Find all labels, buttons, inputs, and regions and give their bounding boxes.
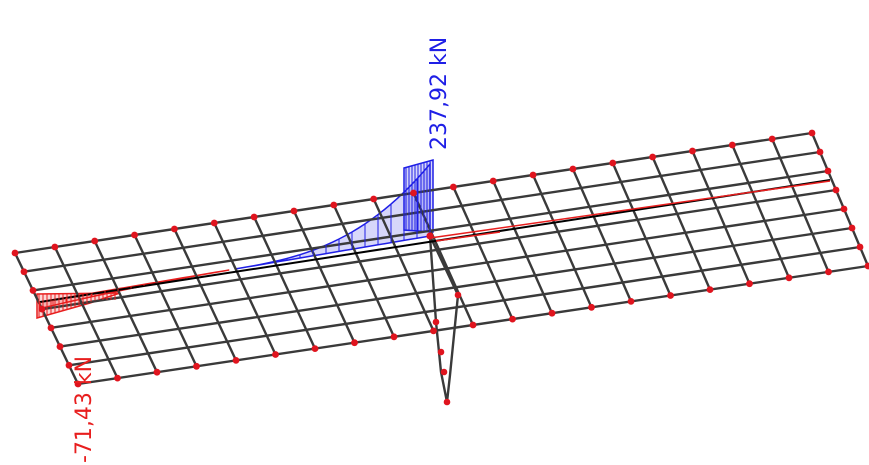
grid-node — [785, 274, 793, 282]
negative-tail-line — [429, 180, 831, 239]
grid-node — [20, 268, 28, 276]
grid-node — [529, 171, 537, 179]
grid-node — [848, 224, 856, 232]
grid-node — [430, 327, 437, 335]
grid-node — [768, 135, 776, 143]
grid-node — [609, 159, 617, 167]
grid-line-transverse — [173, 228, 238, 361]
grid-node — [153, 368, 161, 376]
grid-node — [856, 243, 864, 251]
grid-node — [410, 189, 417, 197]
grid-line-transverse — [412, 192, 475, 326]
grid-line-transverse — [13, 252, 80, 385]
grid-nodes — [11, 129, 869, 388]
support-column — [428, 235, 462, 406]
grid-line-longitudinal — [50, 207, 845, 330]
grid-node — [29, 287, 37, 294]
grid-line-transverse — [133, 234, 198, 367]
grid-line-transverse — [810, 132, 869, 267]
grid-node — [193, 362, 200, 370]
support-node — [440, 368, 448, 376]
max-force-label: 237,92 kN — [427, 36, 452, 150]
grid-node — [51, 243, 59, 251]
grid-node — [171, 225, 178, 233]
grid-node — [56, 343, 64, 350]
grid-line-longitudinal — [41, 188, 837, 311]
grid-node — [689, 147, 696, 155]
grid-node — [509, 315, 516, 323]
grid-node — [351, 339, 358, 347]
grid-line-transverse — [93, 240, 159, 373]
grid-node — [825, 268, 832, 276]
grid-line-longitudinal — [59, 226, 853, 348]
grid-node — [728, 141, 736, 149]
grid-line-transverse — [213, 222, 277, 356]
grid-node — [548, 309, 556, 317]
grid-node — [65, 361, 73, 369]
grid-node — [47, 324, 55, 332]
grid-line-transverse — [452, 186, 514, 320]
grid-line-transverse — [771, 138, 830, 273]
grid-node — [114, 374, 121, 382]
grid-node — [131, 231, 138, 239]
grid-node — [840, 205, 848, 213]
grid-line-transverse — [731, 144, 791, 279]
grid-node — [469, 321, 477, 329]
grid-node — [746, 280, 753, 288]
grid-line-transverse — [531, 174, 593, 308]
grid-node — [38, 305, 46, 313]
grid-line-transverse — [253, 216, 317, 350]
support-node — [432, 318, 440, 326]
grid-line-transverse — [651, 156, 712, 291]
grid-node — [250, 213, 258, 221]
grid-node — [808, 129, 816, 137]
peak-node — [426, 232, 434, 240]
grid-node — [390, 333, 398, 341]
support-node — [454, 291, 462, 299]
grid-node — [74, 380, 82, 388]
force-diagram-hatching — [38, 160, 831, 318]
grid-line-transverse — [332, 204, 396, 338]
grid-line-transverse — [611, 162, 672, 296]
negative-tail-line — [435, 231, 501, 242]
grid-node — [311, 345, 319, 352]
grid-node — [706, 286, 714, 293]
grid-line-transverse — [53, 246, 119, 379]
grid-node — [569, 165, 577, 173]
grid-node — [330, 201, 338, 209]
grid-line-longitudinal — [68, 245, 861, 367]
grid-node — [667, 292, 674, 299]
grid-node — [91, 237, 99, 245]
grid-node — [232, 357, 240, 364]
grid-line-transverse — [292, 210, 356, 344]
support-node — [437, 348, 445, 356]
grid-node — [11, 249, 19, 257]
grid-line-transverse — [372, 198, 435, 332]
grid-node — [489, 177, 497, 185]
grid-node — [864, 262, 869, 270]
grid-node — [649, 153, 656, 161]
grid-node — [588, 303, 595, 311]
grid-node — [290, 207, 298, 215]
grid-node — [272, 351, 279, 358]
grid-node — [627, 298, 635, 305]
min-force-label: -71,43 kN — [72, 355, 97, 463]
grid-line-transverse — [492, 180, 554, 314]
grid-node — [210, 219, 218, 227]
grid-node — [370, 195, 378, 203]
grid-node — [824, 167, 832, 175]
grid-node — [449, 183, 457, 191]
support-node — [443, 398, 451, 406]
grid-line-longitudinal — [23, 150, 821, 273]
grid-node — [832, 186, 840, 194]
grid-node — [816, 148, 824, 156]
grid-line-transverse — [571, 168, 633, 302]
grid-line-transverse — [691, 150, 751, 285]
